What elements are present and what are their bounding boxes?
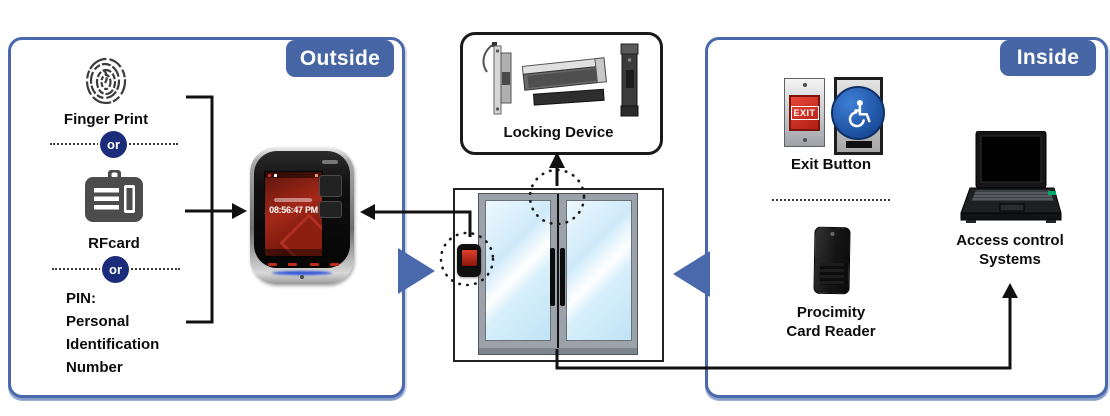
laptop-icon (958, 131, 1062, 231)
rfcard-label: RFcard (88, 235, 140, 252)
or-badge-1-label: or (107, 137, 120, 152)
rfcard-icon (84, 170, 144, 223)
proximity-grill (819, 262, 844, 286)
reader-keypad-button (319, 201, 342, 218)
inside-divider (772, 199, 890, 201)
reader-status-dot (315, 173, 318, 177)
finger-print-label: Finger Print (63, 111, 149, 128)
reader-function-key (310, 263, 319, 266)
reader-glow (272, 271, 332, 275)
proximity-label-line1: Procimity (796, 304, 866, 321)
reader-device: 08:56:47 PM (250, 147, 354, 284)
outside-tab: Outside (286, 40, 394, 77)
door-frame (478, 193, 638, 355)
locking-device-label: Locking Device (503, 124, 614, 141)
exit-button-text: EXIT (790, 106, 819, 120)
inside-tab-label: Inside (1016, 46, 1080, 69)
deadbolt-icon (620, 43, 639, 117)
reader-logo (322, 160, 338, 164)
reader-function-key (268, 263, 277, 266)
or-badge-2-label: or (109, 262, 122, 277)
reader-statusbar (265, 172, 322, 178)
reader-screen: 08:56:47 PM (264, 171, 323, 257)
reader-softkeys (265, 249, 322, 256)
reader-face: 08:56:47 PM (254, 151, 350, 268)
door-card-reader-screen (461, 249, 478, 267)
reader-keypad-button (319, 175, 342, 197)
reader-date-line (274, 198, 312, 202)
accessible-plate-slot (845, 141, 872, 148)
fingerprint-icon (84, 57, 128, 106)
reader-status-dot (268, 173, 271, 177)
accessible-button (831, 86, 885, 140)
door (453, 188, 664, 362)
reader-function-key (330, 263, 339, 266)
reader-function-key (288, 263, 297, 266)
screw-icon (802, 83, 807, 87)
door-meeting-line (556, 194, 559, 352)
pin-line-4: Number (66, 359, 123, 376)
proximity-led (830, 231, 835, 237)
exit-button-red: EXIT (789, 95, 820, 131)
pin-line-1: PIN: (66, 290, 96, 307)
reader-status-dot (274, 173, 277, 177)
proximity-reader-icon (813, 226, 851, 295)
pin-line-3: Identification (66, 336, 160, 353)
screw-icon (802, 138, 807, 142)
wheelchair-icon (848, 100, 871, 128)
electric-strike-icon (482, 42, 512, 115)
or-badge-2: or (102, 256, 129, 283)
access-control-label-line2: Systems (979, 251, 1041, 268)
inside-tab: Inside (1000, 40, 1096, 76)
exit-button-plate: EXIT (784, 78, 825, 147)
door-handle-right (560, 248, 565, 306)
or-badge-1: or (100, 131, 127, 158)
locking-device-images (470, 40, 650, 120)
door-handle-left (550, 248, 555, 306)
magnetic-lock-icon (521, 57, 607, 106)
reader-mic (300, 275, 304, 279)
proximity-label-line2: Card Reader (786, 323, 876, 340)
outside-tab-label: Outside (299, 46, 381, 70)
door-threshold (479, 348, 637, 354)
pin-line-2: Personal (66, 313, 130, 330)
reader-time: 08:56:47 PM (269, 205, 318, 215)
door-glass-left (485, 200, 551, 341)
door-glass-right (566, 200, 632, 341)
access-control-label-line1: Access control (956, 232, 1064, 249)
pin-label: PIN: Personal Identification Number (66, 287, 216, 379)
door-card-reader (457, 244, 481, 277)
exit-button-label: Exit Button (791, 156, 871, 173)
